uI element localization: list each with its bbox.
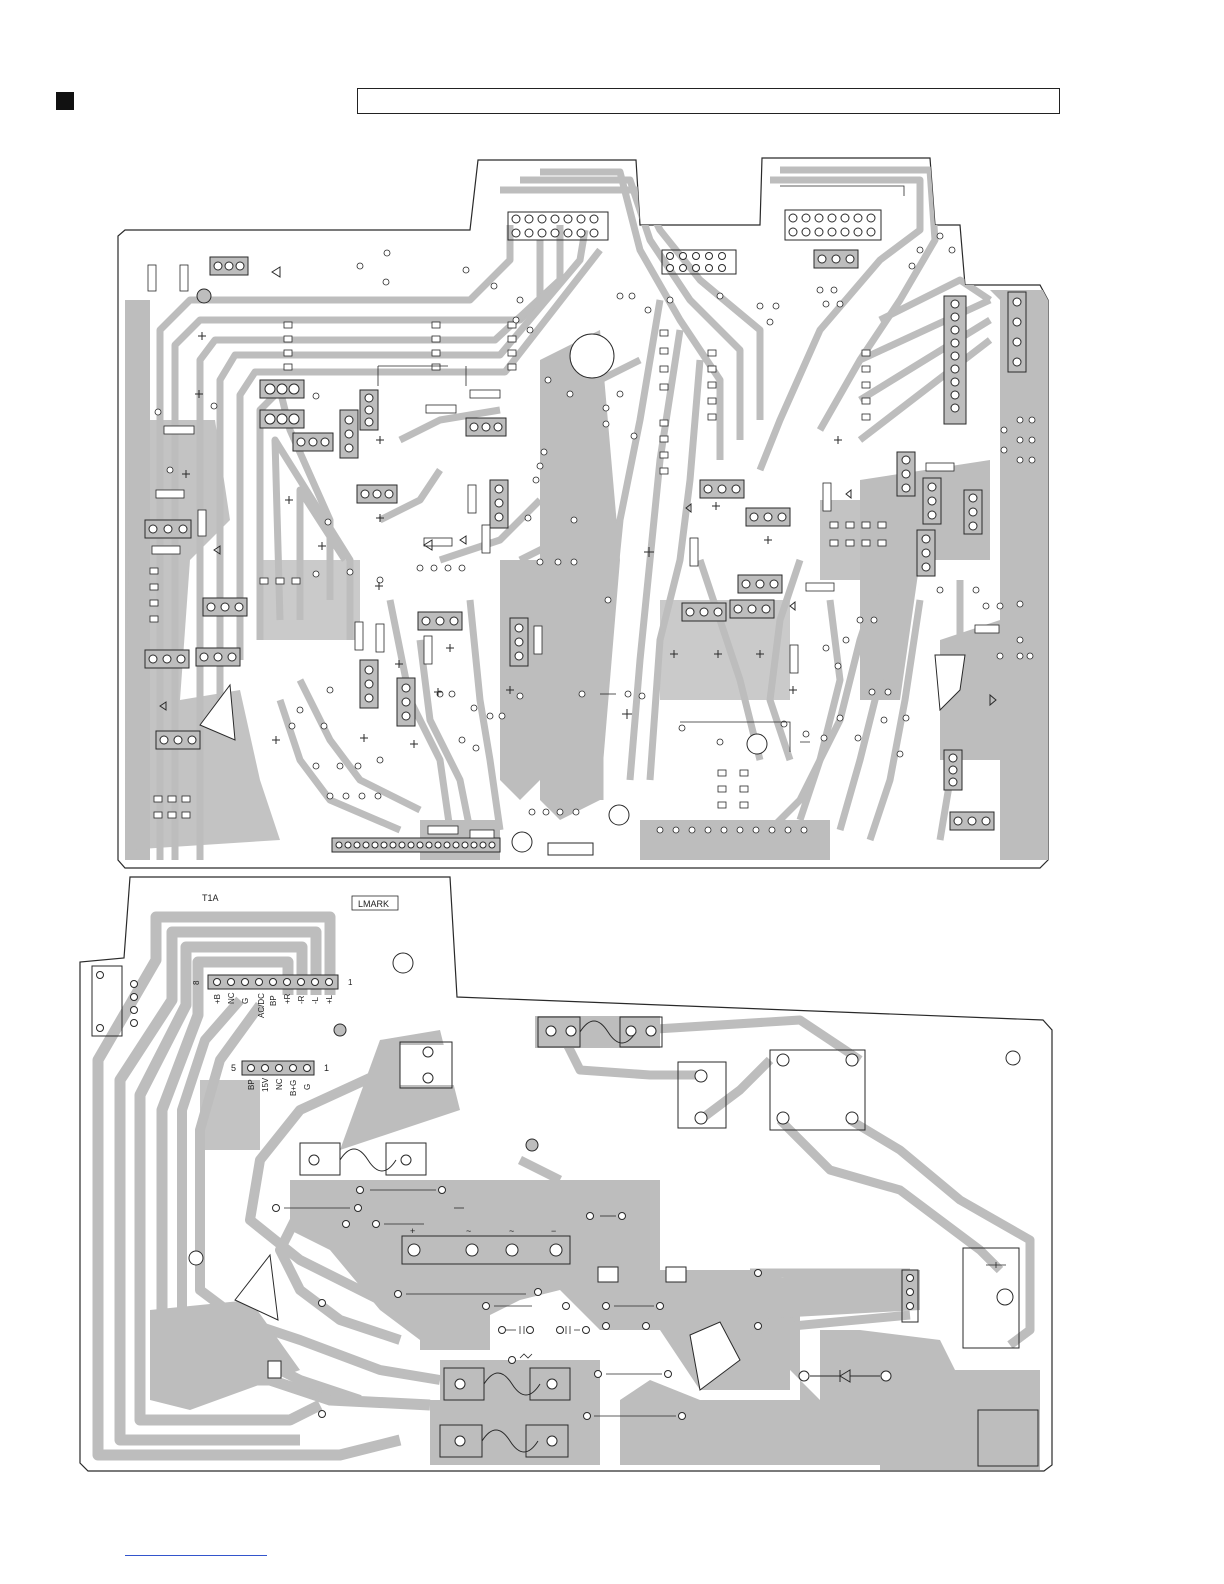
connector-mid-pin-label: G [303,1084,312,1090]
sip-connector-right [944,296,966,424]
connector-top-pin-label: -R [297,995,306,1004]
connector-top-pin-left: 8 [192,980,201,985]
rectifier-mark: ~ [466,1226,471,1236]
connector-top-pin-label: +L [325,994,334,1004]
connector-top-pin-label: BP [269,995,278,1006]
connector-top-pin-label: -L [311,996,320,1004]
footer-rule [125,1555,267,1556]
edge-connector-bottom [332,838,500,852]
connector-top-pin-label: AC/DC [257,993,266,1018]
lower-board: 8 1 +B NC G AC/DC BP +R -R -L +L 5 1 BP … [80,877,1052,1471]
connector-mid-pin-left: 5 [231,1063,236,1073]
rectifier-mark: ~ [509,1226,514,1236]
connector-top-pin-label: +R [283,993,292,1004]
rectifier-mark: − [551,1226,556,1236]
rectifier-mark: + [410,1226,415,1236]
connector-top-pin-label: +B [213,994,222,1004]
upper-board [118,158,1048,868]
connector-mid-pin-label: 15V [261,1077,270,1092]
connector-mid-pin-right: 1 [324,1063,329,1073]
connector-top-pin-label: NC [227,992,236,1004]
transformer-label: T1A [202,893,219,903]
connector-top-pin-right: 1 [348,978,353,987]
connector-mid-pin-label: BP [247,1079,256,1090]
connector-top-pin-label: G [241,998,250,1004]
connector-mid-pin-label: NC [275,1078,284,1090]
connector-mid-pin-label: B+G [289,1080,298,1096]
mark-label: LMARK [358,899,389,909]
